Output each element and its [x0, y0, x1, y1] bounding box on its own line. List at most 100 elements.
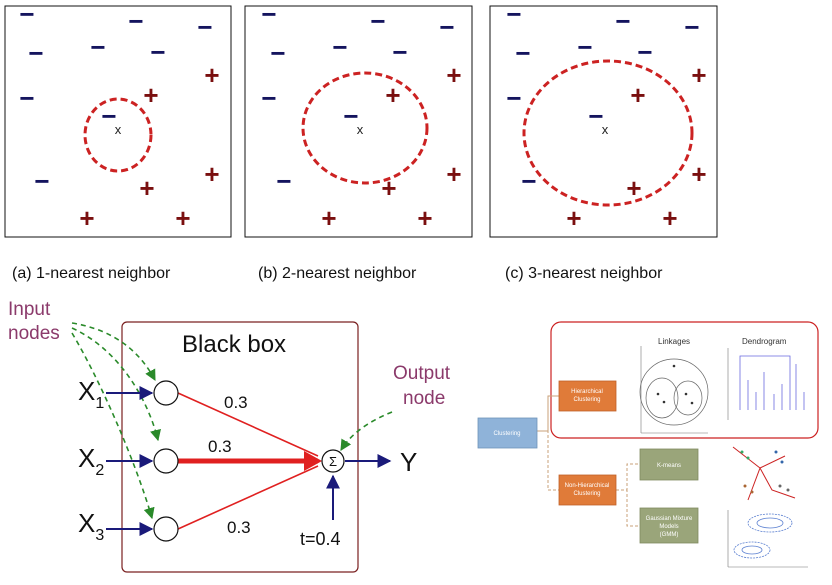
negative-sample-mark: −: [392, 37, 407, 67]
output-node-label-line2: node: [403, 388, 445, 409]
negative-sample-mark: −: [19, 83, 34, 113]
dendrogram-title: Dendrogram: [742, 337, 787, 346]
hierarchical-label-line1: Hierarchical: [571, 389, 603, 395]
negative-sample-mark: −: [270, 38, 285, 68]
negative-sample-mark: −: [506, 83, 521, 113]
positive-sample-mark: +: [630, 80, 645, 110]
negative-sample-mark: −: [101, 101, 116, 131]
negative-sample-mark: −: [370, 6, 385, 36]
query-point-label: x: [115, 122, 122, 137]
black-box-frame: [121, 321, 359, 573]
neighbor-radius-circle: [301, 71, 429, 185]
negative-sample-mark: −: [684, 12, 699, 42]
input-pointer-arrow-2: [71, 327, 161, 442]
negative-sample-mark: −: [128, 6, 143, 36]
clustering-taxonomy: Clustering Hierarchical Clustering Non-H…: [477, 321, 819, 568]
positive-sample-mark: +: [139, 173, 154, 203]
dendrogram-plot: [727, 348, 805, 420]
connector-hierarchical: [537, 395, 559, 432]
input-nodes-label-line1: Input: [8, 299, 51, 320]
kmeans-box: [639, 448, 699, 481]
negative-sample-mark: −: [261, 83, 276, 113]
negative-sample-mark: −: [276, 166, 291, 196]
input-pointer-arrow-3: [71, 332, 155, 520]
negative-sample-mark: −: [343, 101, 358, 131]
neighbor-radius-circle: [522, 59, 694, 207]
negative-sample-mark: −: [439, 12, 454, 42]
input-var-3: X3: [78, 508, 104, 544]
negative-sample-mark: −: [28, 38, 43, 68]
perceptron-diagram: Black box Input nodes Output node X1 X2 …: [8, 299, 451, 573]
weight-label-1: 0.3: [224, 393, 248, 412]
positive-sample-mark: +: [204, 159, 219, 189]
weight-edge-1: [177, 392, 319, 457]
query-point-label: x: [602, 122, 609, 137]
query-point-label: x: [357, 122, 364, 137]
weight-arrowhead: [304, 451, 322, 471]
negative-sample-mark: −: [637, 37, 652, 67]
non-hierarchical-label-line2: Clustering: [573, 491, 600, 497]
knn-caption-3: (c) 3-nearest neighbor: [505, 265, 663, 282]
negative-sample-mark: −: [588, 101, 603, 131]
positive-sample-mark: +: [691, 159, 706, 189]
gmm-label-line2: Models: [659, 524, 678, 530]
knn-caption-1: (a) 1-nearest neighbor: [12, 265, 171, 282]
panel-frame: [244, 5, 473, 238]
sum-node: [321, 449, 345, 473]
output-node-label-line1: Output: [393, 363, 451, 384]
output-pointer-arrow: [340, 411, 393, 451]
non-hierarchical-box: [558, 474, 617, 506]
panel-frame: [489, 5, 718, 238]
output-var: Y: [400, 447, 417, 477]
non-hierarchical-label-line1: Non-Hierarchical: [565, 483, 610, 489]
gmm-label-line1: Gaussian Mixture: [646, 516, 693, 522]
input-nodes-label-line2: nodes: [8, 323, 60, 344]
negative-sample-mark: −: [506, 0, 521, 29]
linkages-title: Linkages: [658, 337, 690, 346]
clustering-root-box: [477, 417, 538, 449]
knn-panel-2: −−−−−−−−−++++++x: [244, 0, 473, 238]
panel-frame: [4, 5, 232, 238]
negative-sample-mark: −: [150, 37, 165, 67]
knn-panel-3: −−−−−−−−−++++++x: [489, 0, 718, 238]
input-node-2: [153, 448, 179, 474]
positive-sample-mark: +: [175, 203, 190, 233]
negative-sample-mark: −: [615, 6, 630, 36]
input-pointer-arrow-1: [71, 322, 156, 381]
kmeans-label: K-means: [657, 463, 681, 469]
positive-sample-mark: +: [566, 203, 581, 233]
clustering-root-label: Clustering: [493, 431, 520, 437]
gmm-box: [639, 507, 699, 544]
connector-non-hierarchical: [537, 430, 559, 491]
negative-sample-mark: −: [90, 32, 105, 62]
gmm-contour-plot: [727, 510, 808, 568]
connector-kmeans: [616, 463, 640, 491]
kmeans-scatter: [732, 446, 796, 501]
hierarchical-box: [558, 380, 617, 412]
hierarchical-label-line2: Clustering: [573, 397, 600, 403]
positive-sample-mark: +: [385, 80, 400, 110]
positive-sample-mark: +: [79, 203, 94, 233]
neighbor-radius-circle: [83, 97, 153, 173]
positive-sample-mark: +: [417, 203, 432, 233]
knn-caption-2: (b) 2-nearest neighbor: [258, 265, 417, 282]
positive-sample-mark: +: [691, 60, 706, 90]
positive-sample-mark: +: [446, 159, 461, 189]
input-var-2: X2: [78, 443, 104, 479]
input-var-1: X1: [78, 376, 104, 412]
gmm-label-line3: (GMM): [660, 532, 679, 538]
black-box-title: Black box: [182, 331, 286, 358]
negative-sample-mark: −: [515, 38, 530, 68]
positive-sample-mark: +: [626, 173, 641, 203]
connector-gmm: [616, 489, 640, 527]
weight-edge-3: [177, 465, 319, 530]
weight-label-3: 0.3: [227, 518, 251, 537]
linkages-plot: [639, 346, 709, 434]
negative-sample-mark: −: [332, 32, 347, 62]
threshold-label: t=0.4: [300, 529, 341, 549]
negative-sample-mark: −: [577, 32, 592, 62]
negative-sample-mark: −: [34, 166, 49, 196]
negative-sample-mark: −: [521, 166, 536, 196]
negative-sample-mark: −: [19, 0, 34, 29]
